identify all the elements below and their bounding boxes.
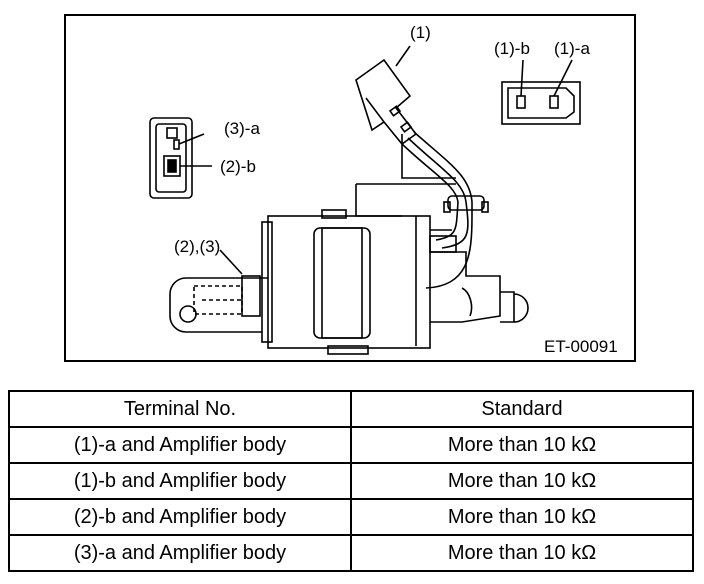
- connector-left: [149, 117, 212, 199]
- figure-code: ET-00091: [544, 337, 618, 356]
- terminal-cell: (2)-b and Amplifier body: [8, 498, 352, 536]
- callout-1a: (1)-a: [554, 39, 590, 58]
- standard-cell: More than 10 kΩ: [350, 498, 694, 536]
- amplifier-diagram: (1) (1)-b (1)-a (3)-a (2)-b (2),(3) ET-0…: [64, 14, 636, 362]
- wire-clamp: [443, 195, 489, 213]
- standard-cell: More than 10 kΩ: [350, 426, 694, 464]
- standard-cell: More than 10 kΩ: [350, 462, 694, 500]
- resistance-spec-table: Terminal No. Standard (1)-a and Amplifie…: [8, 390, 694, 572]
- header-terminal-no: Terminal No.: [8, 390, 352, 428]
- table-row: (1)-a and Amplifier body More than 10 kΩ: [8, 426, 694, 464]
- header-standard: Standard: [350, 390, 694, 428]
- callout-2-3: (2),(3): [174, 237, 220, 256]
- amplifier-body: [169, 134, 529, 355]
- callout-3a: (3)-a: [224, 119, 260, 138]
- callout-1: (1): [410, 23, 431, 42]
- callout-1b: (1)-b: [494, 39, 530, 58]
- plug-connector: [355, 45, 473, 317]
- amplifier-drawing: (1) (1)-b (1)-a (3)-a (2)-b (2),(3) ET-0…: [149, 23, 618, 356]
- table-header-row: Terminal No. Standard: [8, 390, 694, 428]
- terminal-cell: (3)-a and Amplifier body: [8, 534, 352, 572]
- callout-2b: (2)-b: [220, 157, 256, 176]
- terminal-cell: (1)-a and Amplifier body: [8, 426, 352, 464]
- table-row: (1)-b and Amplifier body More than 10 kΩ: [8, 462, 694, 500]
- connector-right: [501, 59, 581, 125]
- table-row: (3)-a and Amplifier body More than 10 kΩ: [8, 534, 694, 572]
- table-row: (2)-b and Amplifier body More than 10 kΩ: [8, 498, 694, 536]
- terminal-cell: (1)-b and Amplifier body: [8, 462, 352, 500]
- standard-cell: More than 10 kΩ: [350, 534, 694, 572]
